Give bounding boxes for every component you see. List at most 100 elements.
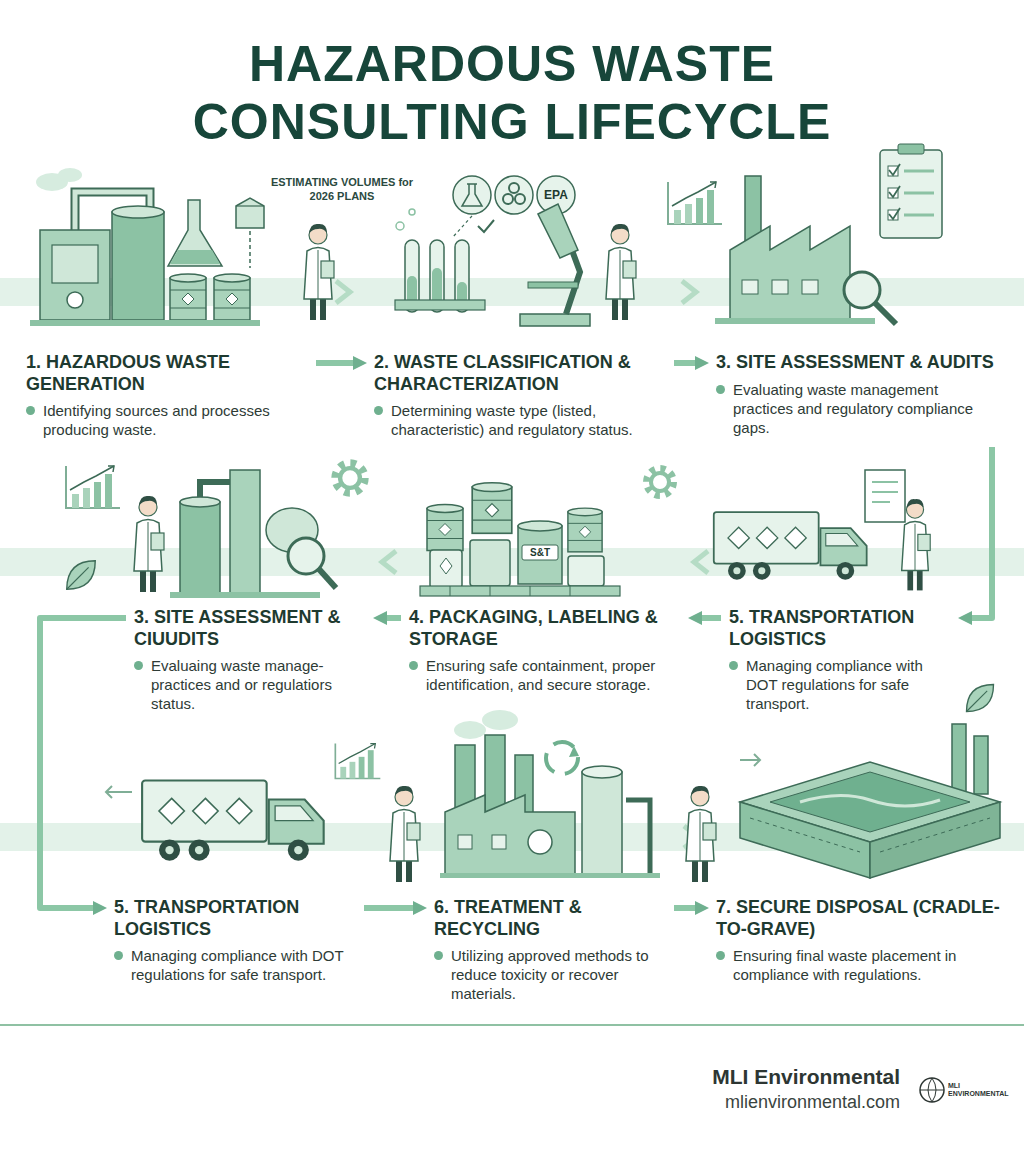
site-audit-illustration-part — [67, 561, 96, 590]
treatment-illustration — [440, 710, 660, 878]
stage-description: Determining waste type (listed, characte… — [391, 401, 666, 439]
flow-arrow — [387, 615, 401, 621]
generation-illustration-part — [170, 274, 206, 320]
bullet-dot — [716, 385, 725, 394]
stage-block: 1. HAZARDOUS WASTE GENERATIONIdentifying… — [22, 350, 312, 446]
bullet-row: Utilizing approved methods to reduce tox… — [434, 946, 666, 1003]
flow-arrow — [674, 360, 695, 366]
storage-illustration-part — [450, 586, 570, 596]
generation-illustration-part — [168, 200, 222, 266]
bullet-row: Determining waste type (listed, characte… — [374, 401, 666, 439]
stage-heading: 4. PACKAGING, LABELING & STORAGE — [409, 607, 681, 650]
disposal-illustration-part — [952, 724, 966, 794]
storage-illustration-part — [472, 483, 512, 534]
treatment-illustration-part — [445, 795, 575, 875]
stage-block: 3. SITE ASSESSMENT & CIUUDITSEvaluaing w… — [130, 605, 370, 720]
transport-illustration — [714, 470, 930, 590]
stage-description: Managing compliance with DOT regulations… — [131, 946, 356, 984]
generation-illustration-part — [236, 205, 264, 206]
audit-illustration-part — [668, 182, 722, 224]
disposal-illustration-part — [740, 802, 870, 878]
generation-illustration-part — [58, 168, 82, 182]
site-audit-illustration-part — [66, 466, 120, 508]
stage-heading: 6. TREATMENT & RECYCLING — [434, 897, 666, 940]
bullet-row: Identifying sources and processes produc… — [26, 401, 308, 439]
classification-illustration — [395, 176, 636, 326]
site-audit-illustration-part — [318, 568, 336, 588]
stage-block: 2. WASTE CLASSIFICATION & CHARACTERIZATI… — [370, 350, 670, 446]
generation-illustration-part — [236, 198, 264, 228]
logo-mark-part — [920, 1078, 944, 1102]
storage-illustration-part — [518, 526, 562, 584]
stage-description: Ensuring safe containment, proper identi… — [426, 656, 681, 694]
classification-illustration-part — [538, 204, 578, 258]
bullet-row: Evaluaing waste manage- practices and or… — [134, 656, 366, 713]
classification-illustration-part — [606, 224, 636, 320]
transport-illustration-lower-part — [106, 786, 132, 798]
stage-heading: 5. TRANSPORTATION LOGISTICS — [114, 897, 356, 940]
logo-mark-part — [920, 1078, 944, 1102]
bullet-dot — [114, 951, 123, 960]
bullet-row: Managing compliance with DOT regulations… — [114, 946, 356, 984]
disposal-illustration-part — [686, 786, 716, 882]
transport-illustration-part — [902, 499, 931, 590]
site-audit-illustration-part — [134, 496, 164, 592]
transport-illustration-part — [865, 470, 905, 522]
classification-illustration-part — [409, 209, 415, 215]
treatment-illustration-part — [569, 746, 579, 757]
stage-heading: 2. WASTE CLASSIFICATION & CHARACTERIZATI… — [374, 352, 666, 395]
logo-text: MLI ENVIRONMENTAL — [948, 1082, 1018, 1098]
flow-band — [0, 278, 1024, 851]
flow-arrow — [40, 618, 126, 908]
stage-heading: 3. SITE ASSESSMENT & AUDITS — [716, 352, 1000, 374]
bullet-row: Evaluating waste management practices an… — [716, 380, 1000, 437]
bullet-dot — [409, 661, 418, 670]
storage-illustration-part — [647, 469, 673, 495]
generation-illustration — [30, 168, 334, 326]
storage-illustration-part — [430, 550, 462, 588]
bullet-row: Managing compliance with DOT regulations… — [729, 656, 951, 713]
flow-arrow — [316, 360, 353, 366]
storage-illustration-part — [518, 521, 562, 531]
bullet-dot — [134, 661, 143, 670]
bullet-dot — [716, 951, 725, 960]
classification-illustration-part — [396, 222, 404, 230]
generation-illustration-part — [304, 224, 334, 320]
audit-illustration-part — [880, 150, 942, 238]
bullet-row: Ensuring safe containment, proper identi… — [409, 656, 681, 694]
treatment-illustration-part — [582, 766, 622, 778]
stage-block: 3. SITE ASSESSMENT & AUDITS Evaluating wa… — [712, 350, 1004, 443]
audit-illustration-part — [730, 226, 850, 320]
flow-arrow — [972, 447, 992, 618]
diagram-title: HAZARDOUS WASTE CONSULTING LIFECYCLE — [132, 36, 892, 151]
storage-illustration-part — [568, 508, 602, 552]
bullet-dot — [729, 661, 738, 670]
bullet-dot — [374, 406, 383, 415]
storage-illustration-part — [440, 558, 452, 574]
disposal-illustration-part — [800, 795, 940, 806]
classification-illustration-part — [509, 183, 519, 193]
treatment-illustration-part — [440, 873, 660, 878]
storage-illustration-part — [420, 586, 620, 596]
stage-description: Evaluaing waste manage- practices and or… — [151, 656, 366, 713]
classification-illustration-part — [453, 176, 491, 214]
site-audit-illustration-part — [230, 470, 260, 594]
treatment-illustration-part — [546, 742, 578, 774]
generation-illustration-part — [170, 250, 220, 264]
generation-illustration-part — [67, 292, 83, 308]
footer-rule — [0, 1025, 1024, 1026]
generation-illustration-part — [112, 212, 164, 320]
disposal-illustration-part — [740, 754, 760, 766]
storage-illustration-part — [427, 505, 463, 551]
treatment-illustration-part — [454, 721, 486, 739]
audit-illustration-part — [772, 280, 788, 294]
storage-illustration-part — [470, 540, 510, 586]
generation-illustration-part — [40, 230, 110, 320]
stage-heading: 5. TRANSPORTATION LOGISTICS — [729, 607, 951, 650]
disposal-illustration-part — [974, 736, 988, 794]
transport-illustration-lower-part — [335, 744, 380, 779]
generation-illustration-part — [112, 206, 164, 218]
stage-heading: 7. SECURE DISPOSAL (CRADLE-TO-GRAVE) — [716, 897, 1000, 940]
stage-description: Ensuring final waste placement in compli… — [733, 946, 1000, 984]
storage-illustration — [420, 469, 673, 596]
